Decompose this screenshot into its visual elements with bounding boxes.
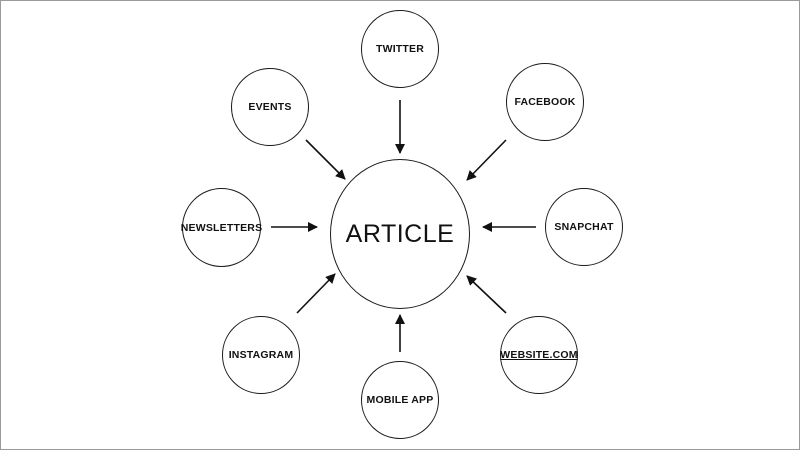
newsletters-label: NEWSLETTERS (180, 221, 263, 234)
snapchat-node: SNAPCHAT (545, 188, 623, 266)
mobile-app-node: MOBILE APP (361, 361, 439, 439)
twitter-label: TWITTER (375, 43, 425, 55)
newsletters-node: NEWSLETTERS (180, 188, 263, 267)
mobile-app-label: MOBILE APP (366, 394, 434, 406)
twitter-node: TWITTER (361, 10, 439, 88)
arrow-facebook-to-article (466, 139, 507, 181)
facebook-label: FACEBOOK (514, 96, 576, 108)
arrow-events-to-article (305, 139, 346, 180)
facebook-node: FACEBOOK (506, 63, 584, 141)
article-label: ARTICLE (345, 219, 455, 248)
instagram-node: INSTAGRAM (222, 316, 300, 394)
website-node: WEBSITE.COM (500, 316, 578, 394)
events-label: EVENTS (248, 101, 292, 113)
website-link[interactable]: WEBSITE.COM (500, 349, 578, 361)
article-node: ARTICLE (330, 159, 470, 309)
arrow-website-to-article (466, 275, 507, 314)
snapchat-label: SNAPCHAT (554, 221, 614, 233)
arrow-instagram-to-article (296, 273, 336, 314)
events-node: EVENTS (231, 68, 309, 146)
instagram-label: INSTAGRAM (228, 349, 294, 361)
